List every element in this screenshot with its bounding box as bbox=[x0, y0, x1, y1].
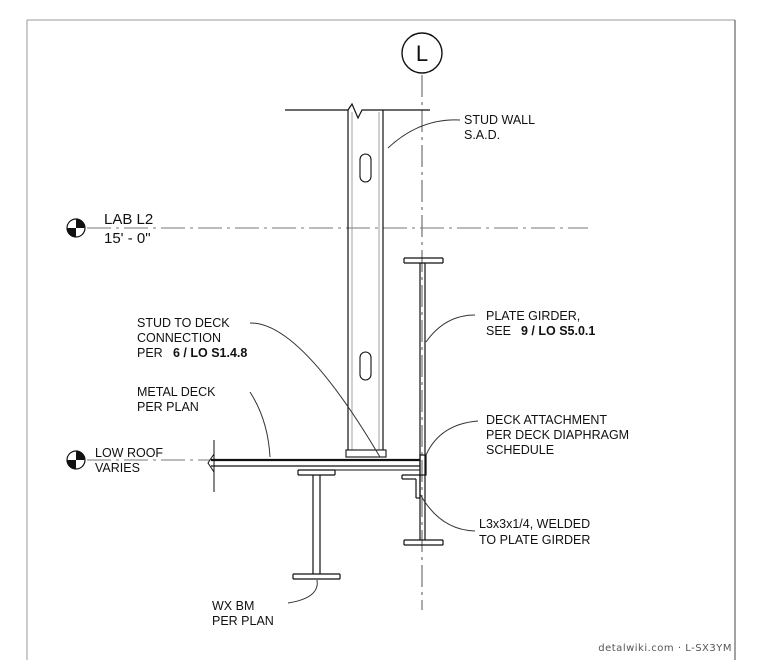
metal-deck bbox=[207, 440, 420, 492]
stud-wall bbox=[345, 110, 387, 458]
callout-stud-wall: STUD WALL S.A.D. bbox=[464, 113, 535, 142]
detail-reference: 9 / LO S5.0.1 bbox=[521, 324, 595, 338]
sheet-border bbox=[26, 19, 736, 660]
svg-text:PER PLAN: PER PLAN bbox=[137, 400, 199, 414]
svg-text:DECK ATTACHMENT: DECK ATTACHMENT bbox=[486, 413, 607, 427]
level-target-icon bbox=[66, 450, 86, 470]
level-name: LAB L2 bbox=[104, 211, 153, 228]
svg-text:SEE: SEE bbox=[486, 324, 511, 338]
level-target-icon bbox=[66, 218, 86, 238]
svg-text:CONNECTION: CONNECTION bbox=[137, 331, 221, 345]
svg-text:WX BM: WX BM bbox=[212, 599, 254, 613]
stud-punchout bbox=[359, 351, 372, 381]
callout-deck-attachment: DECK ATTACHMENT PER DECK DIAPHRAGM SCHED… bbox=[486, 413, 629, 457]
svg-text:PER: PER bbox=[137, 346, 163, 360]
gridline-label: L bbox=[416, 41, 428, 66]
svg-text:METAL DECK: METAL DECK bbox=[137, 385, 216, 399]
svg-text:L3x3x1/4, WELDED: L3x3x1/4, WELDED bbox=[479, 517, 590, 531]
svg-text:TO PLATE GIRDER: TO PLATE GIRDER bbox=[479, 533, 590, 547]
watermark: detalwiki.com · L-SX3YM bbox=[598, 643, 732, 654]
top-break-line bbox=[285, 102, 430, 120]
svg-text:PER DECK DIAPHRAGM: PER DECK DIAPHRAGM bbox=[486, 428, 629, 442]
svg-text:STUD WALL: STUD WALL bbox=[464, 113, 535, 127]
level-elevation: 15' - 0" bbox=[104, 230, 151, 247]
gridline-bubble bbox=[401, 32, 443, 74]
level-lab-l2: LAB L2 15' - 0" bbox=[66, 211, 588, 247]
svg-text:STUD TO DECK: STUD TO DECK bbox=[137, 316, 230, 330]
svg-text:SCHEDULE: SCHEDULE bbox=[486, 443, 554, 457]
gridline-L: L bbox=[401, 32, 443, 610]
level-elevation: VARIES bbox=[95, 461, 140, 475]
level-name: LOW ROOF bbox=[95, 446, 163, 460]
level-low-roof: LOW ROOF VARIES bbox=[66, 446, 210, 475]
callout-stud-to-deck: STUD TO DECK CONNECTION PER 6 / LO S1.4.… bbox=[137, 316, 247, 360]
callout-wx-beam: WX BM PER PLAN bbox=[212, 599, 274, 628]
stud-punchout bbox=[359, 153, 372, 183]
wx-beam bbox=[292, 469, 341, 580]
callout-angle: L3x3x1/4, WELDED TO PLATE GIRDER bbox=[479, 517, 590, 547]
plate-girder bbox=[403, 257, 444, 546]
svg-text:PLATE GIRDER,: PLATE GIRDER, bbox=[486, 309, 580, 323]
leader-lines bbox=[249, 119, 479, 604]
bottom-track bbox=[345, 449, 387, 458]
svg-text:PER PLAN: PER PLAN bbox=[212, 614, 274, 628]
detail-reference: 6 / LO S1.4.8 bbox=[173, 346, 247, 360]
callout-plate-girder: PLATE GIRDER, SEE 9 / LO S5.0.1 bbox=[486, 309, 595, 338]
callout-metal-deck: METAL DECK PER PLAN bbox=[137, 385, 216, 414]
svg-text:S.A.D.: S.A.D. bbox=[464, 128, 500, 142]
